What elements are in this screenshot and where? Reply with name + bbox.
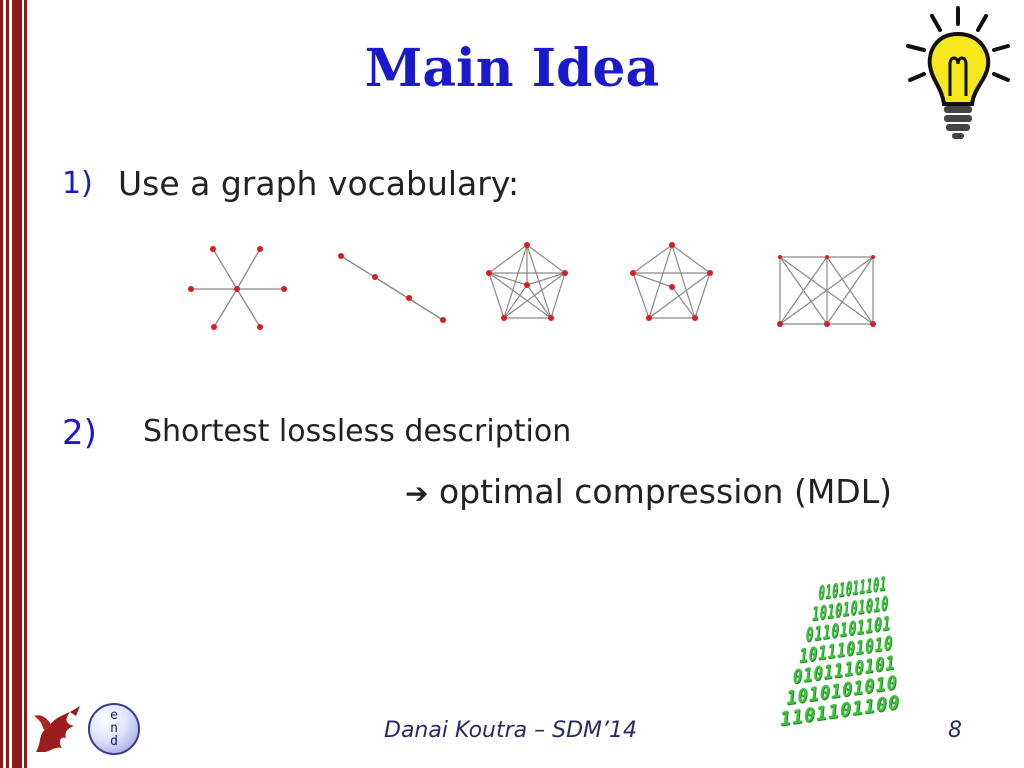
point-2-number: 2)	[62, 413, 97, 453]
chain-structure-diagram	[338, 253, 446, 323]
left-stripe-decoration	[0, 0, 30, 768]
end-logo-letter-d: d	[110, 734, 118, 749]
right-arrow-icon: ➔	[405, 477, 429, 510]
point-2-result-text: optimal compression (MDL)	[438, 472, 892, 511]
end-logo-letter-n: n	[110, 721, 118, 736]
clique-structure-diagram	[486, 242, 568, 321]
point-2-result-line: ➔ optimal compression (MDL)	[405, 472, 892, 511]
near-clique-structure-diagram	[630, 242, 713, 321]
point-1-number: 1)	[62, 166, 93, 201]
dragon-logo-icon	[34, 706, 80, 752]
star-structure-diagram	[188, 246, 287, 330]
slide-title: Main Idea	[364, 38, 660, 99]
lightbulb-icon	[906, 6, 1010, 139]
page-number: 8	[948, 718, 962, 743]
end-logo-letter-e: e	[110, 708, 118, 723]
point-2-text: Shortest lossless description	[143, 414, 572, 449]
point-1-text: Use a graph vocabulary:	[118, 164, 520, 203]
bipartite-core-structure-diagram	[777, 255, 876, 327]
footer-author: Danai Koutra – SDM’14	[384, 718, 638, 743]
end-logo: e n d	[88, 703, 140, 755]
